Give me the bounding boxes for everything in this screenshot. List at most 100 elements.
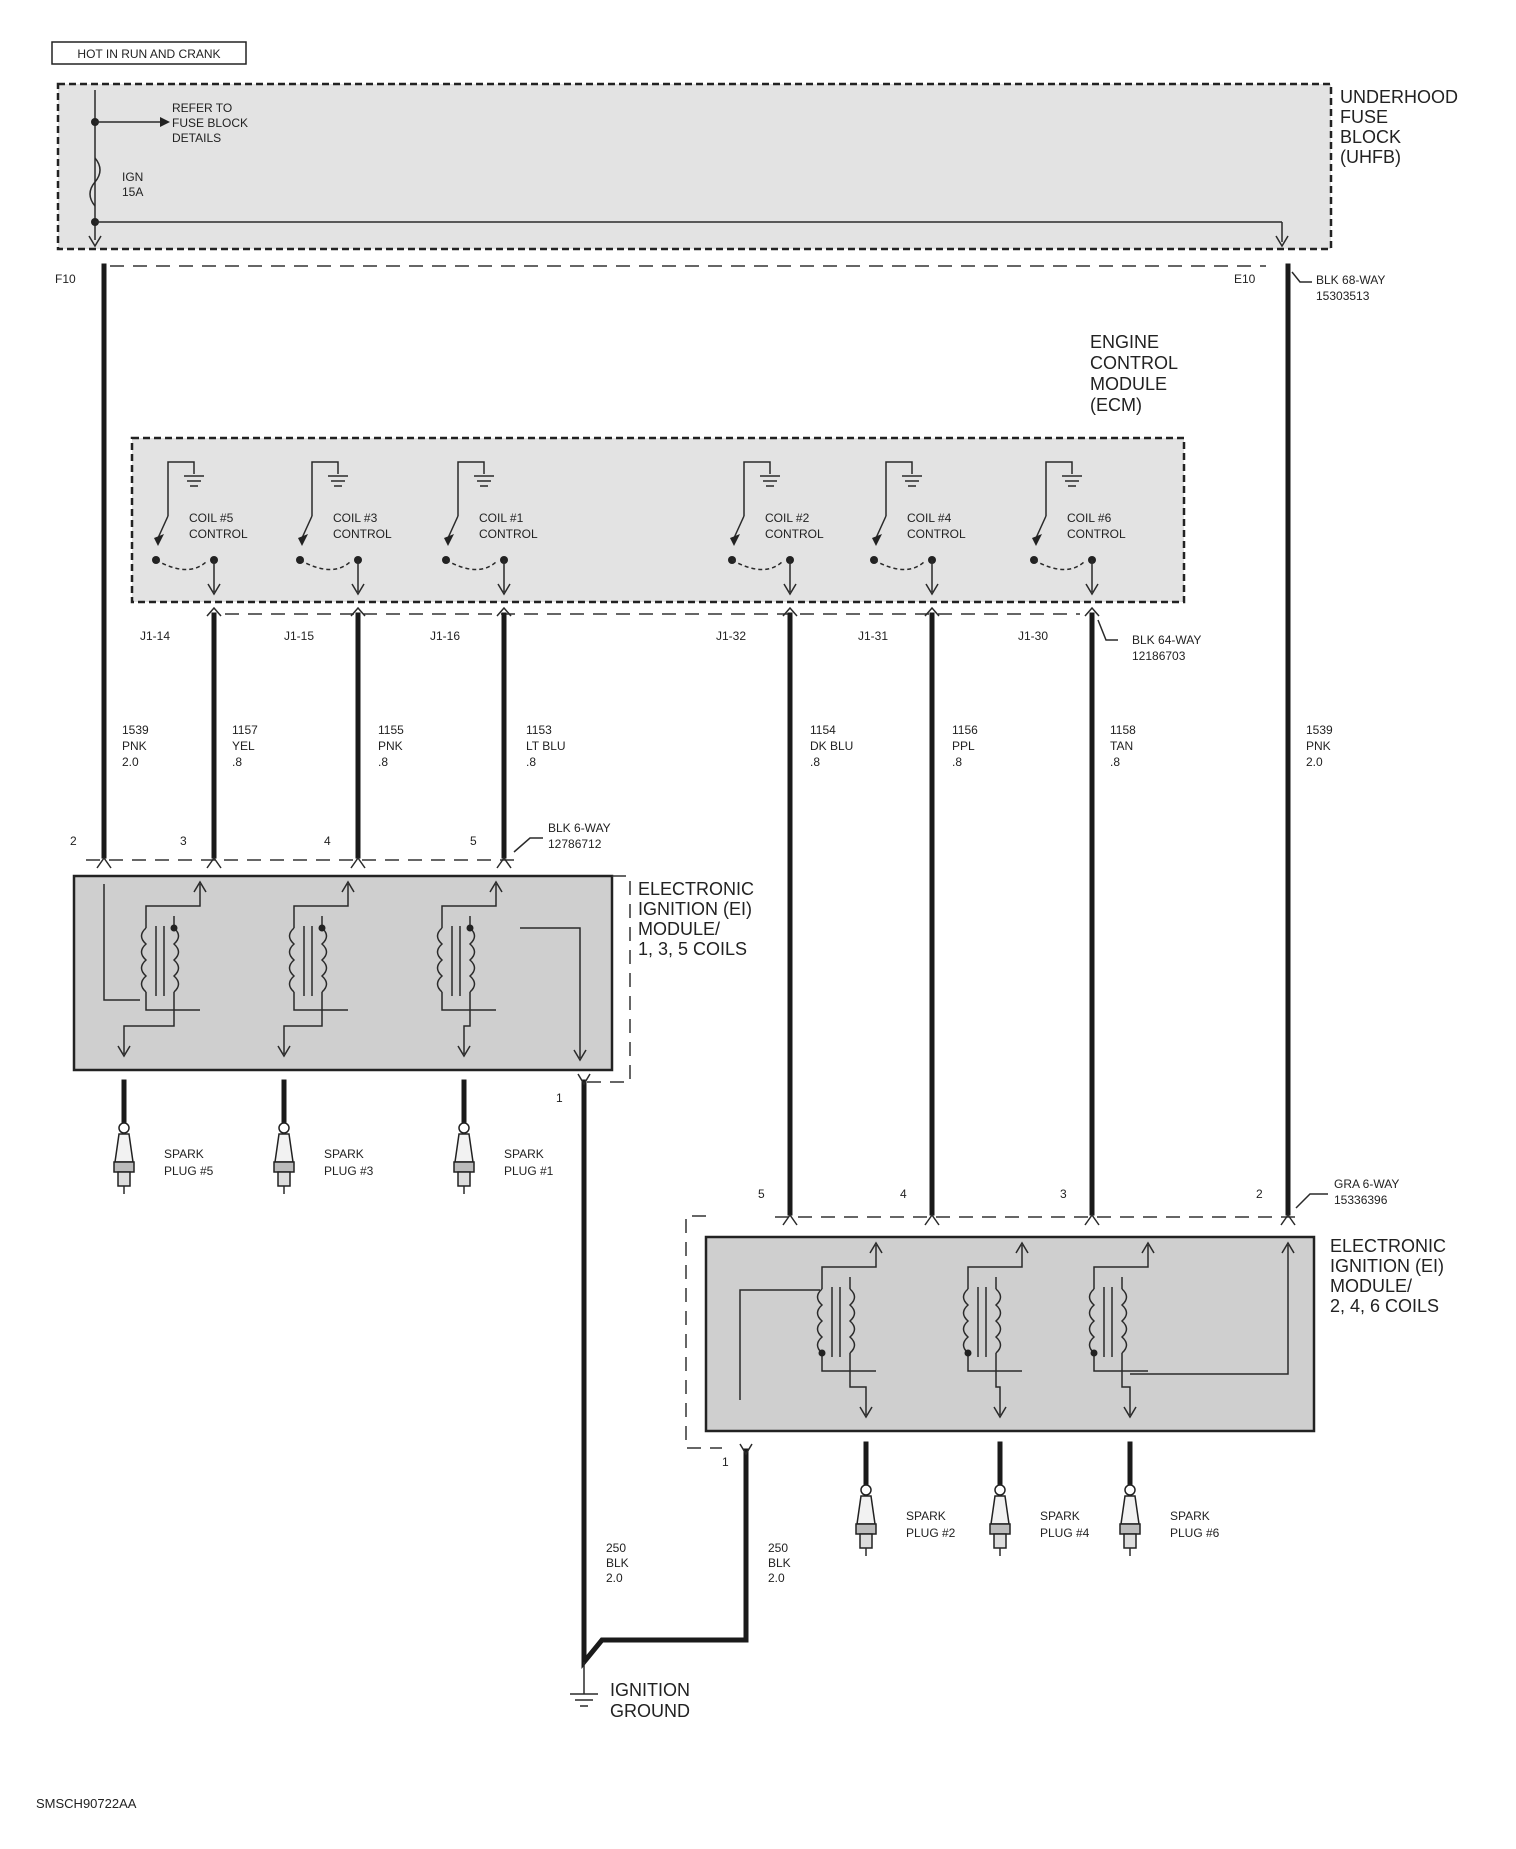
ei1-title-1: ELECTRONIC [638, 879, 754, 899]
ei2-pin-number: 3 [1060, 1187, 1067, 1201]
hot-in-run-text: HOT IN RUN AND CRANK [77, 47, 220, 61]
coil-control-switch [442, 461, 511, 596]
ecm-pin-label: J1-31 [858, 629, 888, 643]
fuse-label-1: IGN [122, 170, 143, 184]
wire-color: DK BLU [810, 739, 853, 753]
ground-wire-left-1: 250 [606, 1541, 626, 1555]
ei1-pin-number: 3 [180, 834, 187, 848]
ignition-ground-label-1: IGNITION [610, 1680, 690, 1700]
ei2-title-3: MODULE/ [1330, 1276, 1412, 1296]
uhfb-box [56, 82, 1333, 251]
wire-color: TAN [1110, 739, 1133, 753]
coil-control-switch [728, 461, 797, 596]
coil-control-sub: CONTROL [907, 527, 966, 541]
wire-circuit: 1155 [378, 723, 404, 737]
main-wires [101, 263, 1291, 1216]
ignition-coil-icon [816, 1241, 883, 1419]
ei2-pin-number: 5 [758, 1187, 765, 1201]
ei1-box [72, 874, 614, 1072]
ground-wire-right-2: BLK [768, 1556, 791, 1570]
spark-plug-icon [1119, 1441, 1141, 1556]
spark-plug-label: SPARK [164, 1147, 204, 1161]
coil-control-sub: CONTROL [479, 527, 538, 541]
wire-250-blk [581, 1079, 749, 1670]
spark-plug-icon [113, 1079, 135, 1194]
wire-color: PNK [1306, 739, 1331, 753]
ignition-coil-icon [962, 1241, 1029, 1419]
spark-plug-number: PLUG #3 [324, 1164, 374, 1178]
spark-plug-icon [855, 1441, 877, 1556]
ecm-title-4: (ECM) [1090, 395, 1142, 415]
ecm-pin-label: J1-14 [140, 629, 170, 643]
ei1-pin-number: 5 [470, 834, 477, 848]
ei2-connector-1: GRA 6-WAY [1334, 1177, 1399, 1191]
wire-circuit: 1539 [1306, 723, 1333, 737]
wire-gauge: 2.0 [1306, 755, 1323, 769]
wire-gauge: .8 [526, 755, 536, 769]
hot-in-run-label: HOT IN RUN AND CRANK [51, 41, 247, 65]
uhfb-title-3: BLOCK [1340, 127, 1401, 147]
ecm-connector-2: 12186703 [1132, 649, 1186, 663]
uhfb-pin-e10: E10 [1234, 272, 1256, 286]
wire-gauge: .8 [952, 755, 962, 769]
ground-symbol-icon [570, 1693, 598, 1707]
ground-wire-left-2: BLK [606, 1556, 629, 1570]
ignition-coil-icon [117, 880, 207, 1058]
coil-control-name: COIL #3 [333, 511, 378, 525]
uhfb-pin-f10: F10 [55, 272, 76, 286]
wire-color: PPL [952, 739, 975, 753]
coil-control-sub: CONTROL [189, 527, 248, 541]
ei2-ground-pin: 1 [722, 1455, 729, 1469]
ecm-pin-label: J1-15 [284, 629, 314, 643]
coil-control-switch [870, 461, 939, 596]
ei1-connector-1: BLK 6-WAY [548, 821, 611, 835]
coil-control-name: COIL #6 [1067, 511, 1112, 525]
coil-control-switch [1030, 461, 1099, 596]
uhfb-connector-2: 15303513 [1316, 289, 1370, 303]
coil-control-sub: CONTROL [333, 527, 392, 541]
wire-gauge: 2.0 [122, 755, 139, 769]
spark-plug-number: PLUG #2 [906, 1526, 956, 1540]
spark-plug-number: PLUG #6 [1170, 1526, 1220, 1540]
wire-color: YEL [232, 739, 255, 753]
uhfb-title-2: FUSE [1340, 107, 1388, 127]
wire-circuit: 1156 [952, 723, 978, 737]
wire-color: LT BLU [526, 739, 566, 753]
coil-control-sub: CONTROL [765, 527, 824, 541]
spark-plug-label: SPARK [1040, 1509, 1080, 1523]
wire-gauge: .8 [810, 755, 820, 769]
ei1-ground-pin: 1 [556, 1091, 563, 1105]
refer-line-1: REFER TO [172, 101, 232, 115]
wire-gauge: .8 [232, 755, 242, 769]
coil-control-name: COIL #5 [189, 511, 234, 525]
wire-circuit: 1158 [1110, 723, 1136, 737]
ei1-title-2: IGNITION (EI) [638, 899, 752, 919]
ignition-coil-icon [1088, 1241, 1155, 1419]
ei2-connector-2: 15336396 [1334, 1193, 1388, 1207]
ecm-title-2: CONTROL [1090, 353, 1178, 373]
ground-wires [577, 1073, 753, 1694]
spark-plug-label: SPARK [504, 1147, 544, 1161]
fuse-label-2: 15A [122, 185, 143, 199]
spark-plug-label: SPARK [906, 1509, 946, 1523]
spark-plug-number: PLUG #1 [504, 1164, 554, 1178]
wire-gauge: .8 [378, 755, 388, 769]
spark-plug-icon [453, 1079, 475, 1194]
wire-circuit: 1157 [232, 723, 258, 737]
ei1-title-3: MODULE/ [638, 919, 720, 939]
ei2-title-4: 2, 4, 6 COILS [1330, 1296, 1439, 1316]
wire-color: PNK [378, 739, 403, 753]
coil-control-switch [296, 461, 365, 596]
ecm-title-1: ENGINE [1090, 332, 1159, 352]
spark-plug-label: SPARK [324, 1147, 364, 1161]
ecm-pin-label: J1-16 [430, 629, 460, 643]
uhfb-title-4: (UHFB) [1340, 147, 1401, 167]
spark-plug-icon [273, 1079, 295, 1194]
wire-color: PNK [122, 739, 147, 753]
ignition-coil-icon [436, 880, 503, 1058]
